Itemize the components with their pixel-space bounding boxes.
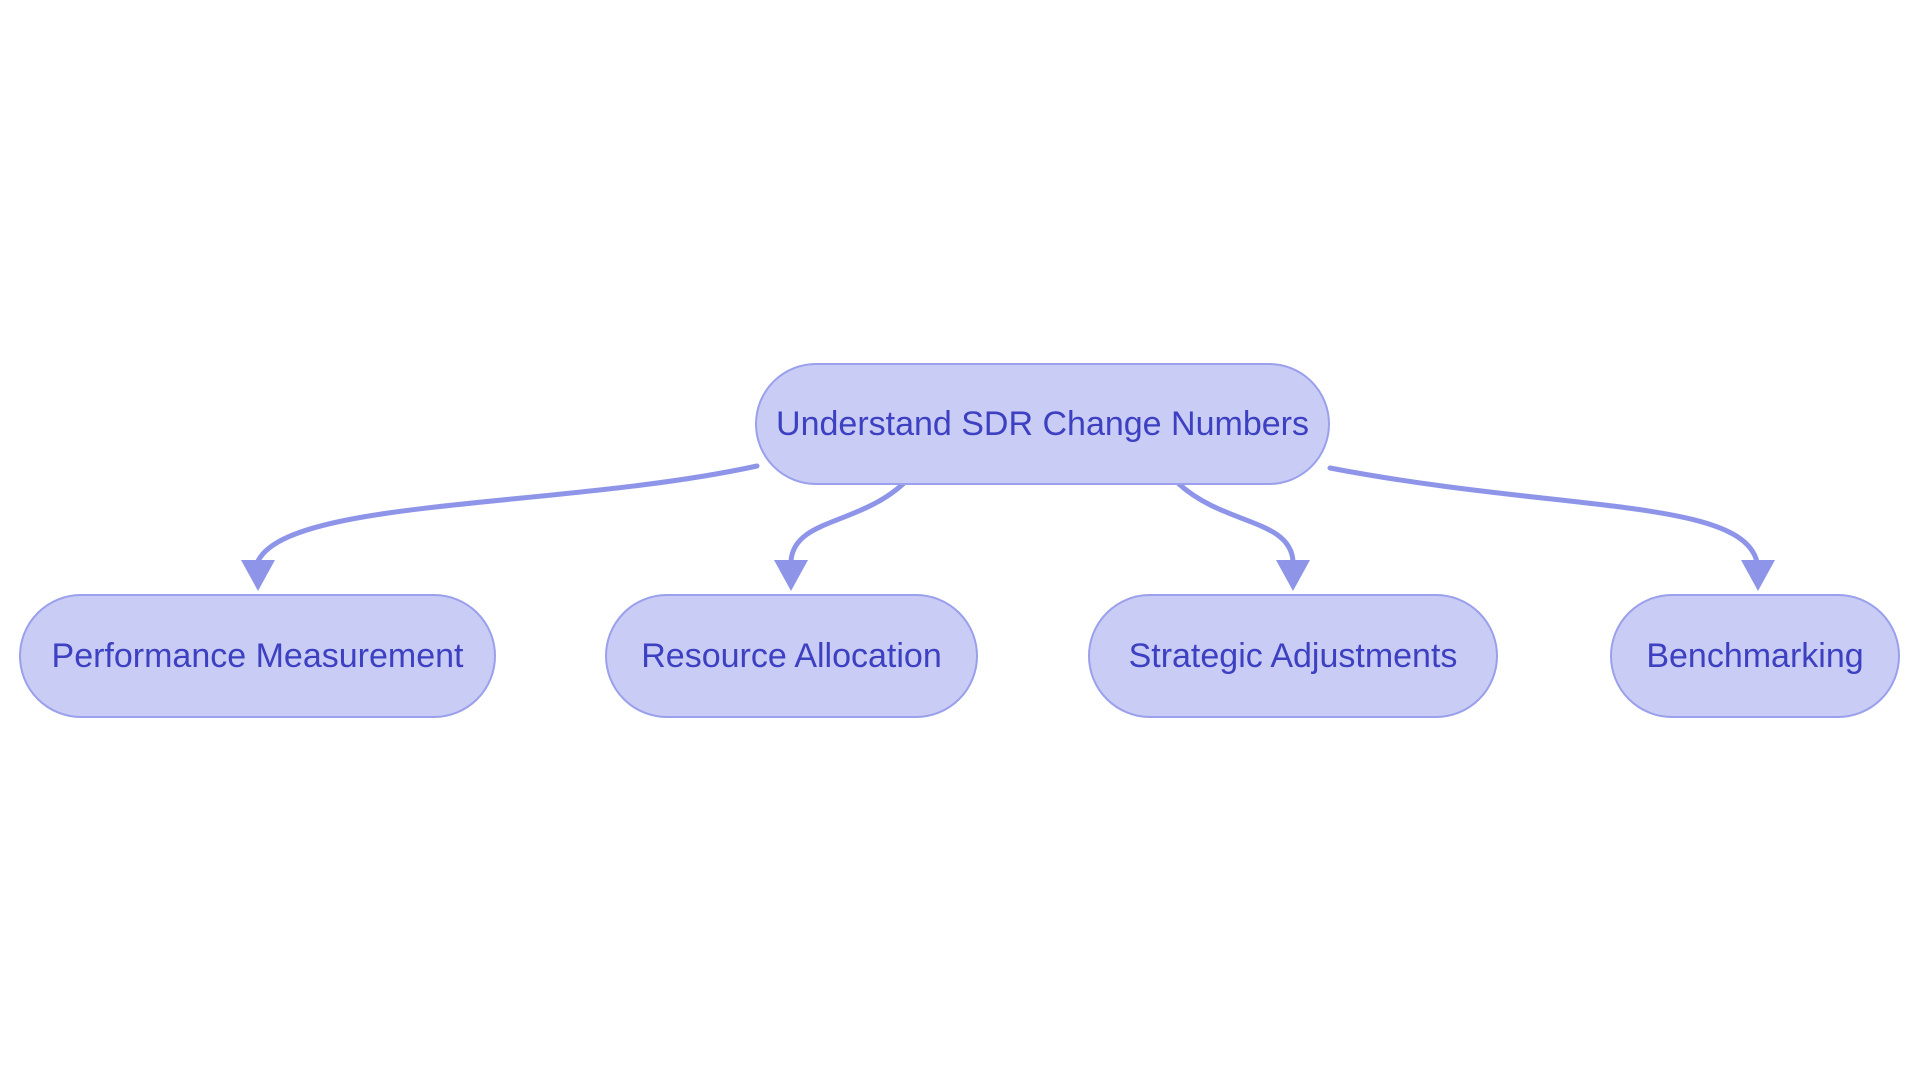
edge-root-to-benchmarking <box>1327 465 1760 565</box>
node-label: Performance Measurement <box>51 637 464 675</box>
node-label: Resource Allocation <box>641 637 942 675</box>
arrowhead-benchmarking-icon <box>1741 560 1775 591</box>
arrowhead-performance-measurement-icon <box>241 560 275 591</box>
node-label: Understand SDR Change Numbers <box>776 405 1309 443</box>
edge-root-to-performance-measurement <box>255 463 760 564</box>
node-label: Strategic Adjustments <box>1128 637 1458 675</box>
node-performance-measurement: Performance Measurement <box>19 594 496 718</box>
node-strategic-adjustments: Strategic Adjustments <box>1088 594 1498 718</box>
node-understand-sdr-change-numbers: Understand SDR Change Numbers <box>755 363 1330 485</box>
node-label: Benchmarking <box>1646 637 1864 675</box>
node-resource-allocation: Resource Allocation <box>605 594 978 718</box>
node-benchmarking: Benchmarking <box>1610 594 1900 718</box>
arrowhead-strategic-adjustments-icon <box>1276 560 1310 591</box>
edge-root-to-strategic-adjustments <box>1176 481 1296 564</box>
arrowhead-resource-allocation-icon <box>774 560 808 591</box>
edge-root-to-resource-allocation <box>788 481 906 564</box>
